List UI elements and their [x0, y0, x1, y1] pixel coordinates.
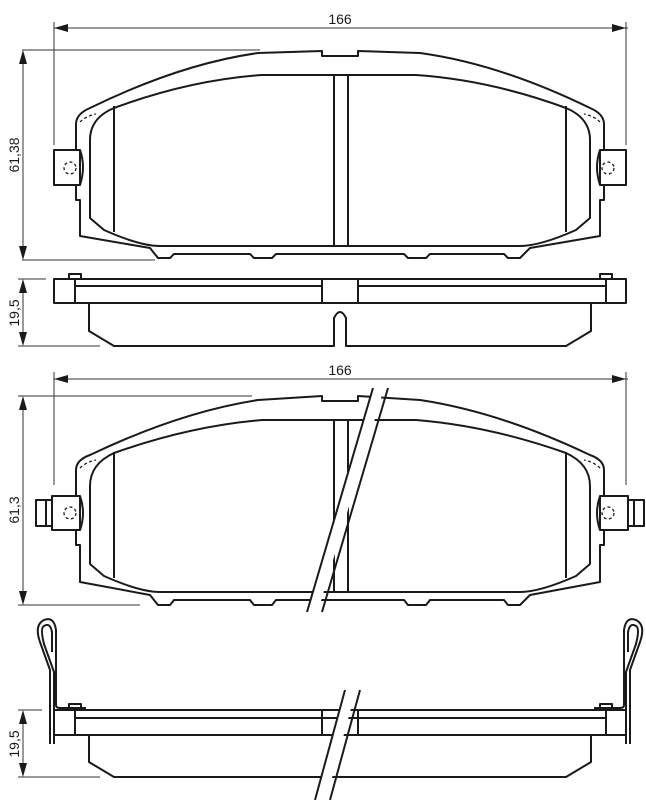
height-label: 61,3	[6, 496, 22, 523]
arrow-down-icon	[19, 246, 27, 260]
side-view-pad-1: 19,5	[6, 273, 627, 347]
arrow-down-icon	[19, 591, 27, 605]
front-view-pad-1: 166 61,38	[6, 11, 628, 261]
arrow-up-icon	[19, 396, 27, 410]
front-view-pad-2: 166 61,3	[6, 362, 645, 613]
tab-right-1	[596, 149, 627, 186]
arrow-right-icon	[612, 24, 626, 32]
thickness-label: 19,5	[6, 299, 22, 326]
height-dimension-2: 61,3	[6, 395, 252, 606]
break-line	[306, 387, 389, 613]
width-label: 166	[328, 11, 352, 27]
tab-left-2	[35, 495, 84, 531]
width-dimension-1: 166	[53, 11, 628, 145]
arrow-up-icon	[19, 279, 27, 293]
arrow-up-icon	[19, 710, 27, 724]
break-line	[314, 689, 361, 800]
height-dimension-1: 61,38	[6, 49, 260, 261]
spring-clip-right	[594, 618, 644, 744]
arrow-down-icon	[19, 763, 27, 777]
thickness-dimension-1: 19,5	[6, 278, 100, 347]
spring-clip-left	[36, 618, 86, 744]
arrow-right-icon	[612, 375, 626, 383]
height-label: 61,38	[6, 137, 22, 172]
tab-right-2	[596, 495, 645, 531]
width-label: 166	[328, 362, 352, 378]
side-view-pad-2: 19,5	[6, 618, 644, 800]
arrow-left-icon	[54, 24, 68, 32]
arrow-down-icon	[19, 332, 27, 346]
width-dimension-2: 166	[53, 362, 628, 485]
arrow-left-icon	[54, 375, 68, 383]
thickness-label: 19,5	[6, 730, 22, 757]
thickness-dimension-2: 19,5	[6, 709, 100, 778]
arrow-up-icon	[19, 50, 27, 64]
tab-left-1	[53, 149, 84, 186]
